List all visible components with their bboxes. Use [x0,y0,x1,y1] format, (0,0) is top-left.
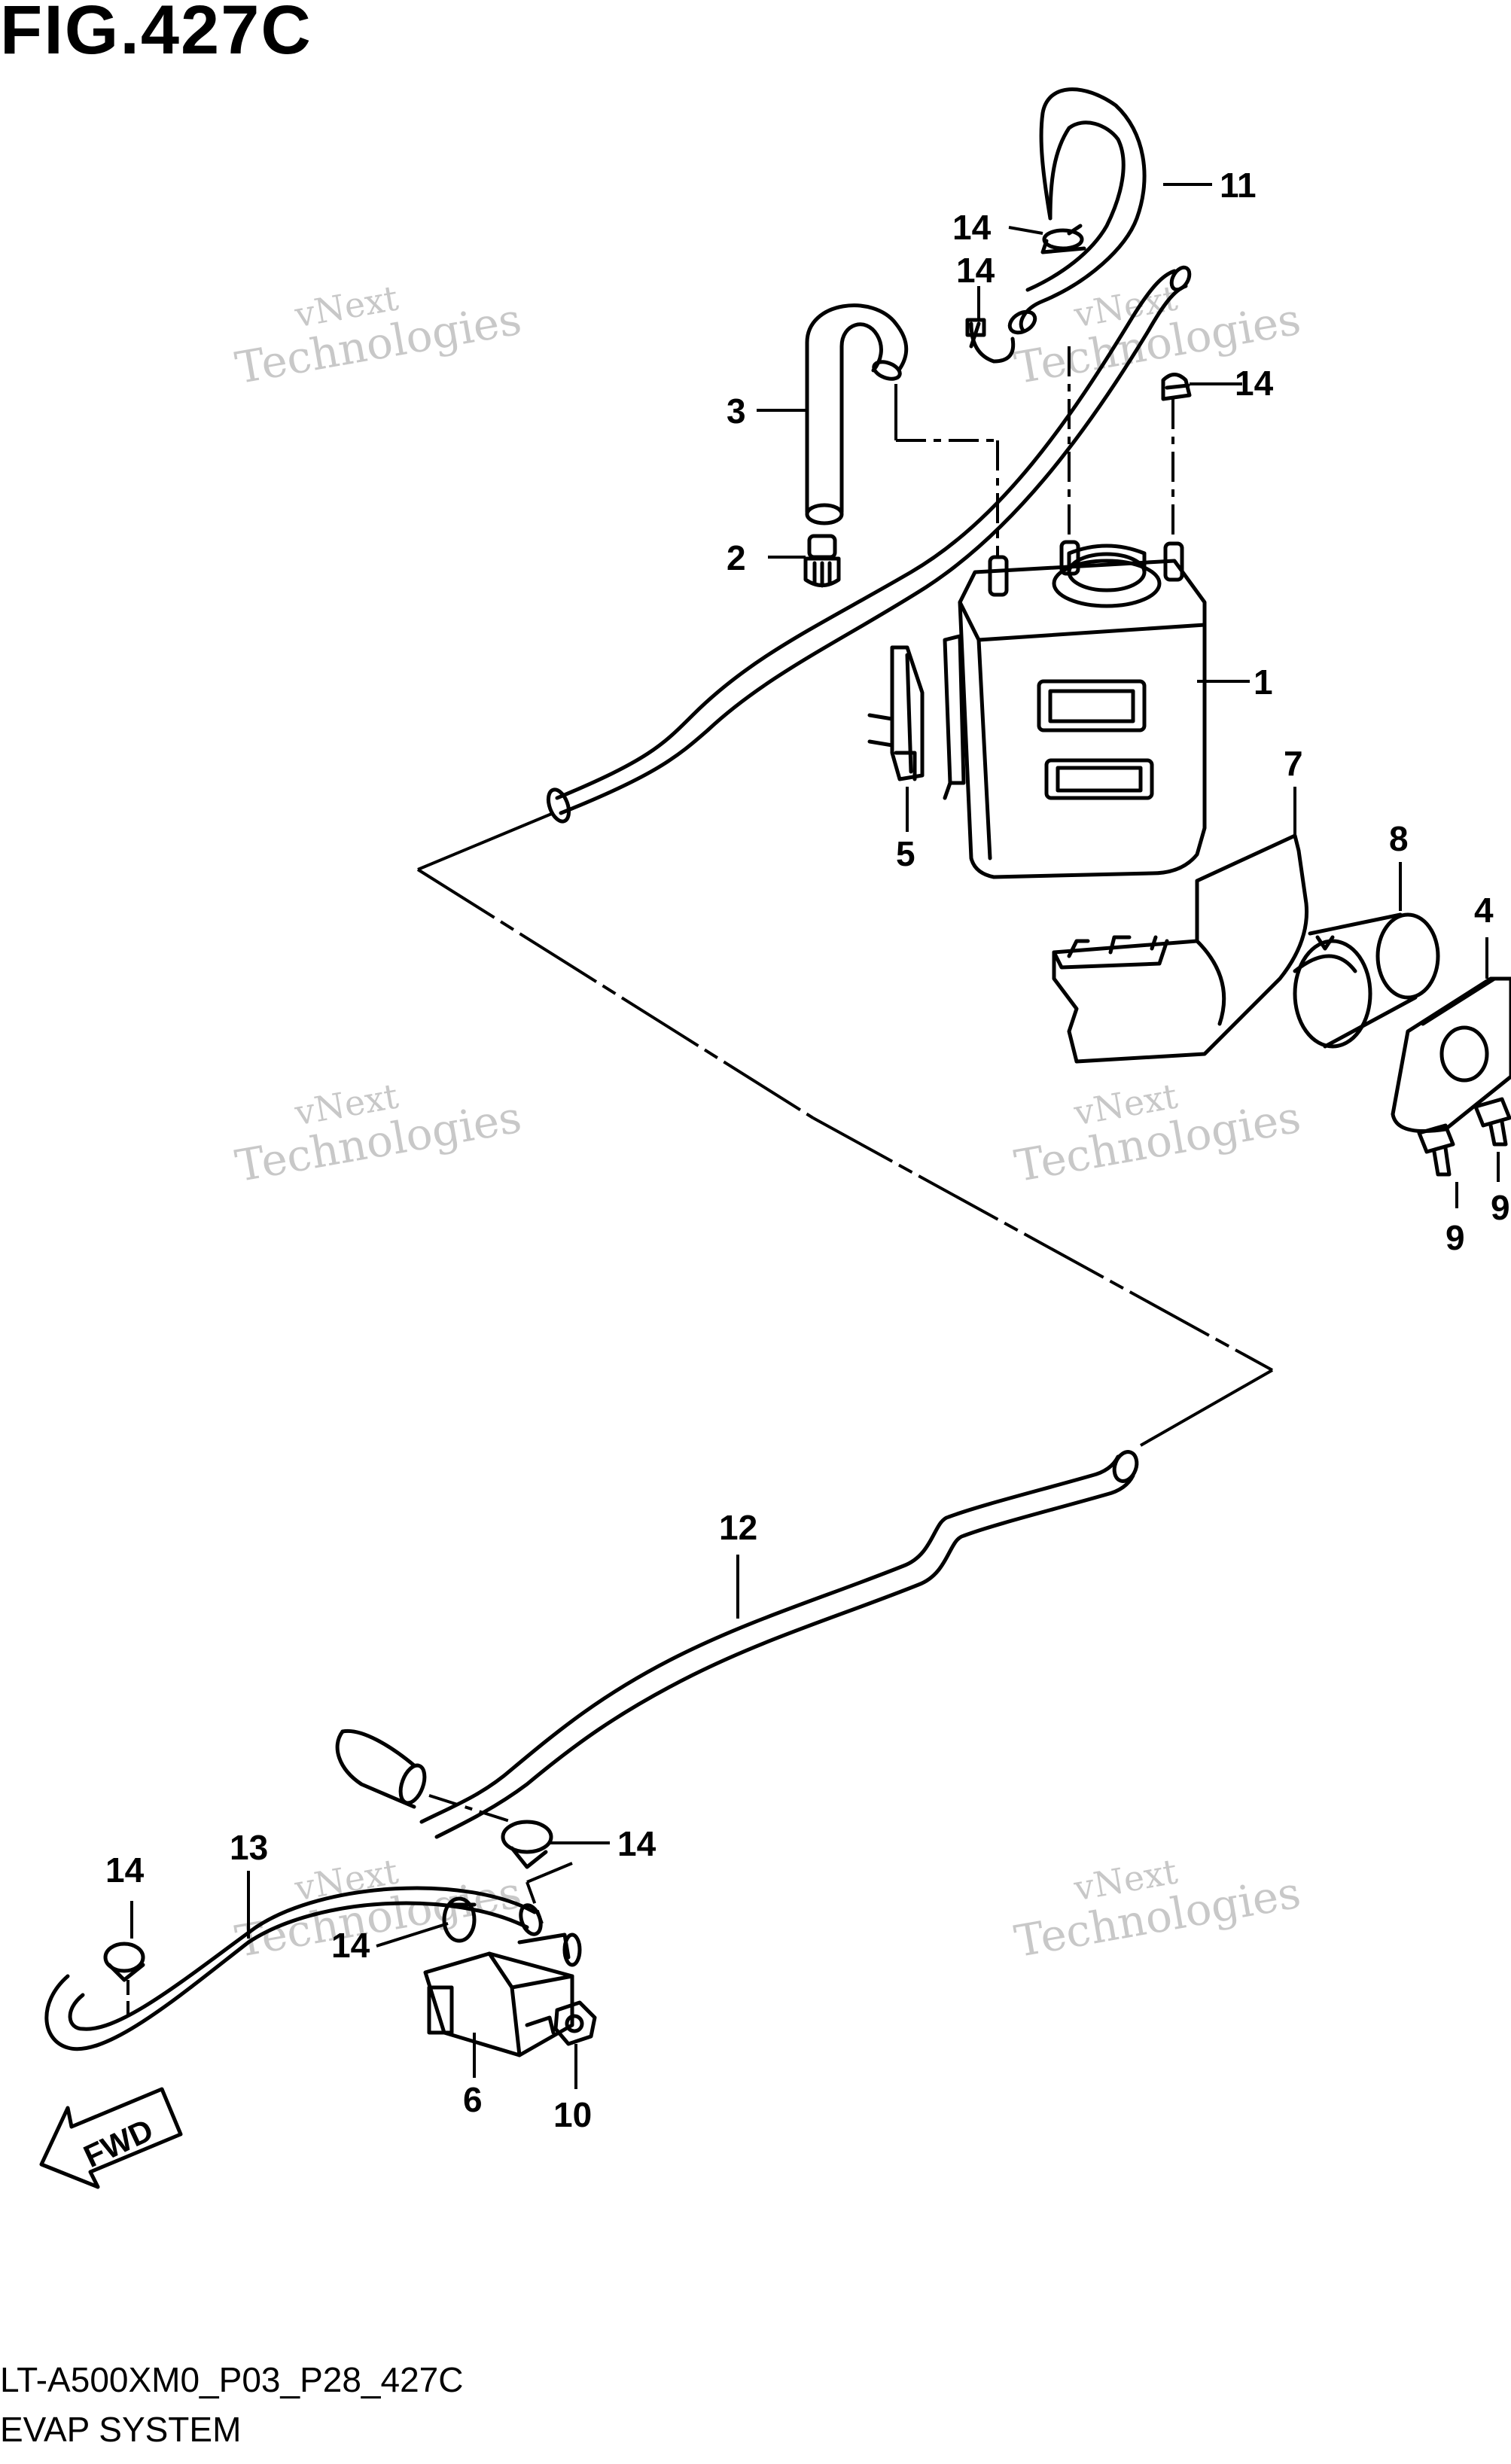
hose-11 [1007,87,1147,335]
callout-14-lower-mid: 14 [331,1926,370,1965]
callout-8: 8 [1389,819,1409,858]
nut-10 [553,2000,597,2046]
watermarks: vNext Technologies vNext Technologies vN… [232,277,1305,1967]
callout-1: 1 [1254,662,1273,702]
watermark: vNext Technologies [232,1850,525,1967]
callout-14-top: 14 [952,208,992,247]
bolt-9-right [1473,1097,1511,1147]
bolt-9-left [1417,1123,1455,1177]
bracket-4 [1391,976,1511,1133]
canister-1 [943,540,1207,879]
watermark: vNext Technologies [232,1075,525,1192]
clamp-14-lower-right [501,1820,553,1869]
clamp-14-lower-mid [442,1896,477,1943]
clamp-14-mid [965,318,1016,364]
callout-9-right: 9 [1491,1188,1510,1227]
clamp-14-right [1161,373,1192,401]
watermark: vNext Technologies [232,277,525,394]
callout-11: 11 [1220,166,1257,205]
cushion-8 [1293,912,1440,1049]
pipe-12 [419,1450,1139,1839]
callout-5: 5 [896,834,915,873]
callouts: 1 2 3 4 5 6 7 8 9 9 10 11 12 13 14 14 14… [105,166,1510,2134]
bracket-5 [867,645,925,781]
callout-13: 13 [230,1828,268,1867]
hose-12-end [335,1728,427,1809]
callout-14-right: 14 [1235,364,1274,403]
callout-2: 2 [727,538,746,577]
callout-7: 7 [1284,744,1303,783]
fwd-label: FWD [78,2112,159,2174]
watermark: vNext Technologies [1011,1850,1305,1967]
leader-lines [126,183,1500,2089]
figure-code: LT-A500XM0_P03_P28_427C [0,2360,464,2399]
bracket-7 [1052,833,1309,1064]
figure-title: FIG.427C [0,0,312,69]
callout-14-mid: 14 [956,251,995,290]
valve-6 [423,1933,582,2057]
callout-14-lower-left: 14 [105,1850,145,1890]
fwd-arrow-icon [39,2087,183,2189]
callout-3: 3 [727,391,746,431]
clamp-14-top [1040,224,1086,254]
clamp-2 [803,534,841,588]
hose-3 [805,303,909,525]
callout-14-lower-right: 14 [617,1824,656,1863]
callout-12: 12 [719,1508,757,1547]
callout-6: 6 [463,2080,483,2119]
callout-9-left: 9 [1446,1218,1465,1257]
watermark: vNext Technologies [1011,1075,1305,1192]
figure-system-name: EVAP SYSTEM [0,2410,242,2449]
clamp-14-lower-left [103,1942,145,1982]
callout-4: 4 [1474,891,1494,930]
callout-10: 10 [553,2095,592,2134]
hose-main [546,265,1192,824]
